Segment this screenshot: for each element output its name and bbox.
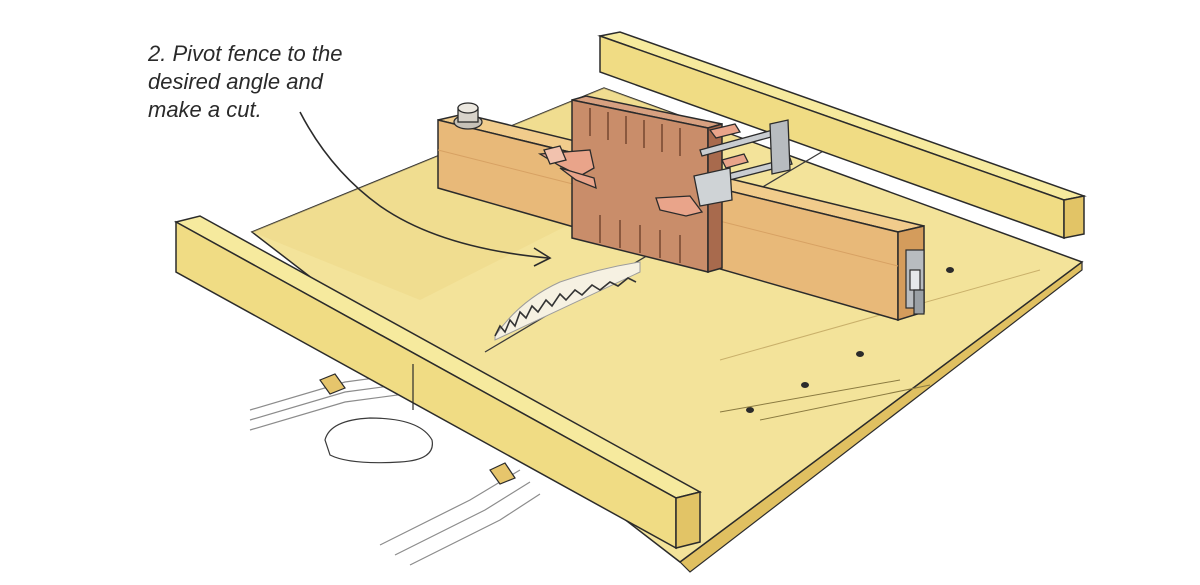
fence-hinge [905,249,925,315]
angle-marks [719,379,931,421]
motor-outline [324,417,433,464]
workpiece [571,95,723,273]
rail-blocks [319,373,516,485]
step-annotation: 2. Pivot fence to the desired angle and … [148,40,388,124]
pivot-holes [746,267,954,413]
annotation-line-3: make a cut. [148,97,262,122]
pivot-bolt [453,102,483,130]
arrow-icon [299,111,552,267]
clamp-icon [537,119,793,217]
annotation-line-2: desired angle and [148,69,323,94]
back-rail [597,31,1087,240]
saw-blade-icon [494,261,641,341]
front-rail [173,215,703,550]
annotation-line-1: 2. Pivot fence to the [148,41,343,66]
